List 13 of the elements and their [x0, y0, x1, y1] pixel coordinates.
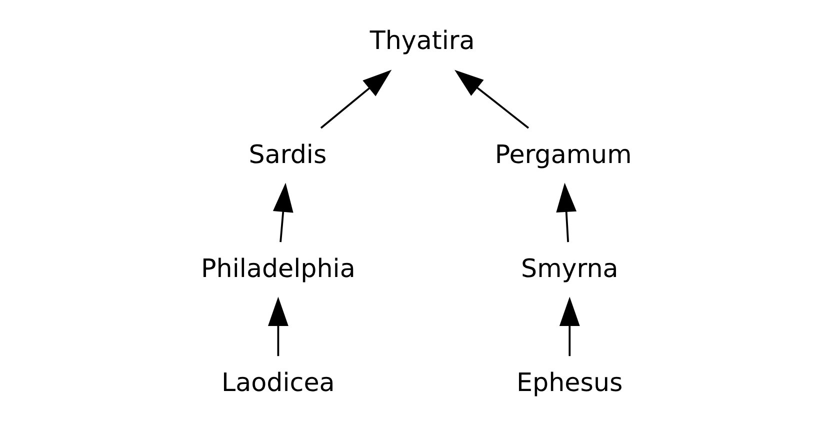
arrow — [454, 70, 530, 129]
node-text: Philadelphia — [201, 253, 356, 284]
node-text: Laodicea — [222, 367, 335, 398]
arrow — [556, 182, 577, 242]
arrow — [268, 296, 288, 356]
node-text: Thyatira — [370, 24, 475, 55]
arrow — [320, 70, 392, 129]
arrow — [272, 182, 294, 242]
node-text: Sardis — [248, 139, 327, 169]
node-text: Ephesus — [516, 367, 623, 398]
arrow — [559, 296, 580, 356]
node-text: Pergamum — [494, 139, 632, 169]
node-text: Smyrna — [520, 253, 618, 284]
